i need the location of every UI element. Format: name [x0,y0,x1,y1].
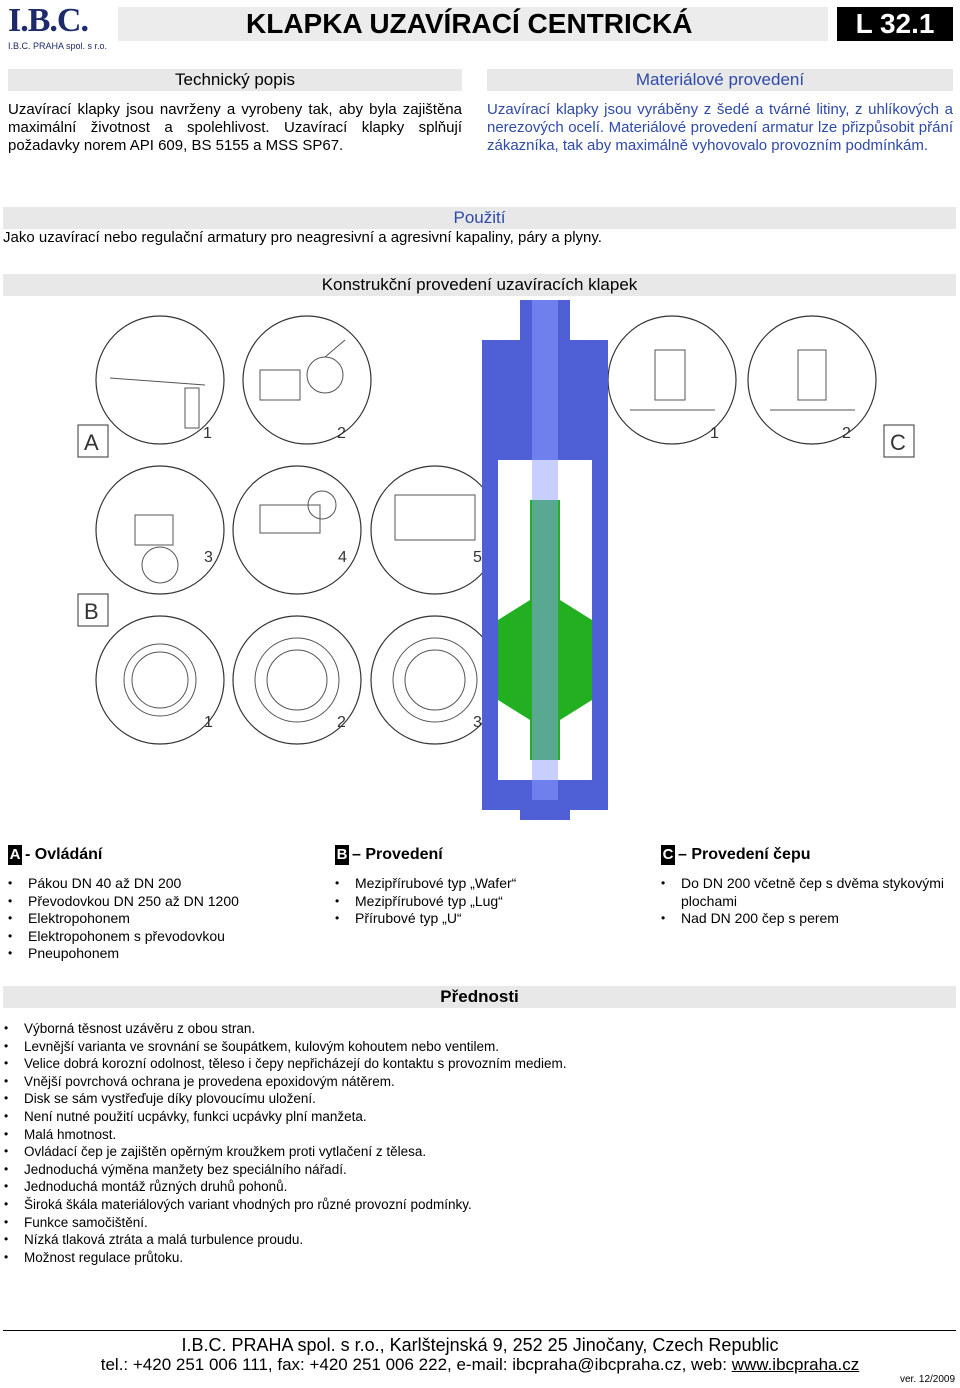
control-title: A- Ovládání [8,845,308,865]
list-item: Ovládací čep je zajištěn opěrným kroužke… [4,1143,904,1161]
advantages-band [3,986,956,1008]
list-item: Vnější povrchová ochrana je provedena ep… [4,1073,904,1091]
footer-contact-text: tel.: +420 251 006 111, fax: +420 251 00… [100,1355,732,1374]
control-title-text: - Ovládání [25,846,103,863]
logo-mark: I.B.C. [8,2,89,39]
document-code: L 32.1 [837,7,953,41]
technical-text: Uzavírací klapky jsou navrženy a vyroben… [8,101,462,154]
usage-heading: Použití [3,207,956,229]
list-item: Disk se sám vystřeďuje díky plovoucímu u… [4,1090,904,1108]
list-item: Pákou DN 40 až DN 200 [8,875,308,893]
detail-circle-a2 [242,315,372,445]
label-b: B [84,599,99,624]
footer-contact: tel.: +420 251 006 111, fax: +420 251 00… [0,1354,960,1376]
stem-title: C– Provedení čepu [661,845,953,865]
num-c2: 2 [842,425,851,442]
list-item: Do DN 200 včetně čep s dvěma stykovými p… [661,875,953,910]
list-item: Není nutné použití ucpávky, funkci ucpáv… [4,1108,904,1126]
technical-heading: Technický popis [8,69,462,91]
detail-circle-a1 [95,315,225,445]
company-logo: I.B.C. I.B.C. PRAHA spol. s r.o. [8,4,108,52]
num-c1: 1 [710,425,719,442]
stem-title-text: – Provedení čepu [678,846,811,863]
detail-circle-a5 [370,465,500,595]
num-a3: 3 [204,549,213,566]
label-a: A [84,430,99,455]
page-title: KLAPKA UZAVÍRACÍ CENTRICKÁ [246,8,693,39]
num-a4: 4 [338,549,347,566]
list-item: Levnější varianta ve srovnání se šoupátk… [4,1038,904,1056]
list-item: Jednoduchá výměna manžety bez speciálníh… [4,1161,904,1179]
tag-c: C [661,845,675,865]
list-item: Malá hmotnost. [4,1126,904,1144]
list-item: Nízká tlaková ztráta a malá turbulence p… [4,1231,904,1249]
valve-stem [532,300,558,800]
footer-divider [3,1330,956,1331]
website-link[interactable]: www.ibcpraha.cz [731,1355,860,1374]
stem-list: Do DN 200 včetně čep s dvěma stykovými p… [661,875,953,928]
logo-subtitle: I.B.C. PRAHA spol. s r.o. [8,41,108,51]
num-a1: 1 [203,425,212,442]
list-item: Možnost regulace průtoku. [4,1249,904,1267]
detail-circle-a4 [232,465,362,595]
list-item: Převodovkou DN 250 až DN 1200 [8,893,308,911]
detail-circle-b2 [232,615,362,745]
list-item: Mezipřírubové typ „Lug“ [335,893,635,911]
design-title: B– Provedení [335,845,635,865]
list-item: Výborná těsnost uzávěru z obou stran. [4,1020,904,1038]
material-text: Uzavírací klapky jsou vyráběny z šedé a … [487,101,953,154]
design-title-text: – Provedení [352,846,443,863]
title-bar: KLAPKA UZAVÍRACÍ CENTRICKÁ [118,7,828,41]
list-item: Elektropohonem [8,910,308,928]
list-item: Pneupohonem [8,945,308,963]
list-item: Funkce samočištění. [4,1214,904,1232]
detail-circle-a3 [95,465,225,595]
num-b3: 3 [473,714,482,731]
list-item: Široká škála materiálových variant vhodn… [4,1196,904,1214]
detail-circle-c2 [747,315,877,445]
material-heading: Materiálové provedení [487,69,953,91]
list-item: Mezipřírubové typ „Wafer“ [335,875,635,893]
footer-address: I.B.C. PRAHA spol. s r.o., Karlštejnská … [181,1335,779,1355]
list-item: Přírubové typ „U“ [335,910,635,928]
list-item: Nad DN 200 čep s perem [661,910,953,928]
list-item: Jednoduchá montáž různých druhů pohonů. [4,1178,904,1196]
design-list: Mezipřírubové typ „Wafer“ Mezipřírubové … [335,875,635,928]
num-b1: 1 [204,714,213,731]
detail-circle-b1 [95,615,225,745]
tag-a: A [8,845,22,865]
control-list: Pákou DN 40 až DN 200 Převodovkou DN 250… [8,875,308,963]
tag-b: B [335,845,349,865]
label-c: C [890,430,906,455]
construction-heading: Konstrukční provedení uzavíracích klapek [3,274,956,296]
advantages-heading: Přednosti [440,987,519,1006]
advantages-list: Výborná těsnost uzávěru z obou stran. Le… [4,1020,904,1266]
version-label: ver. 12/2009 [900,1374,956,1385]
usage-text: Jako uzavírací nebo regulační armatury p… [3,229,602,246]
num-b2: 2 [337,714,346,731]
list-item: Elektropohonem s převodovkou [8,928,308,946]
num-a2: 2 [337,425,346,442]
valve-diagram: A B C 1 2 3 4 5 1 2 3 1 2 [77,300,915,820]
list-item: Velice dobrá korozní odolnost, těleso i … [4,1055,904,1073]
num-a5: 5 [473,549,482,566]
